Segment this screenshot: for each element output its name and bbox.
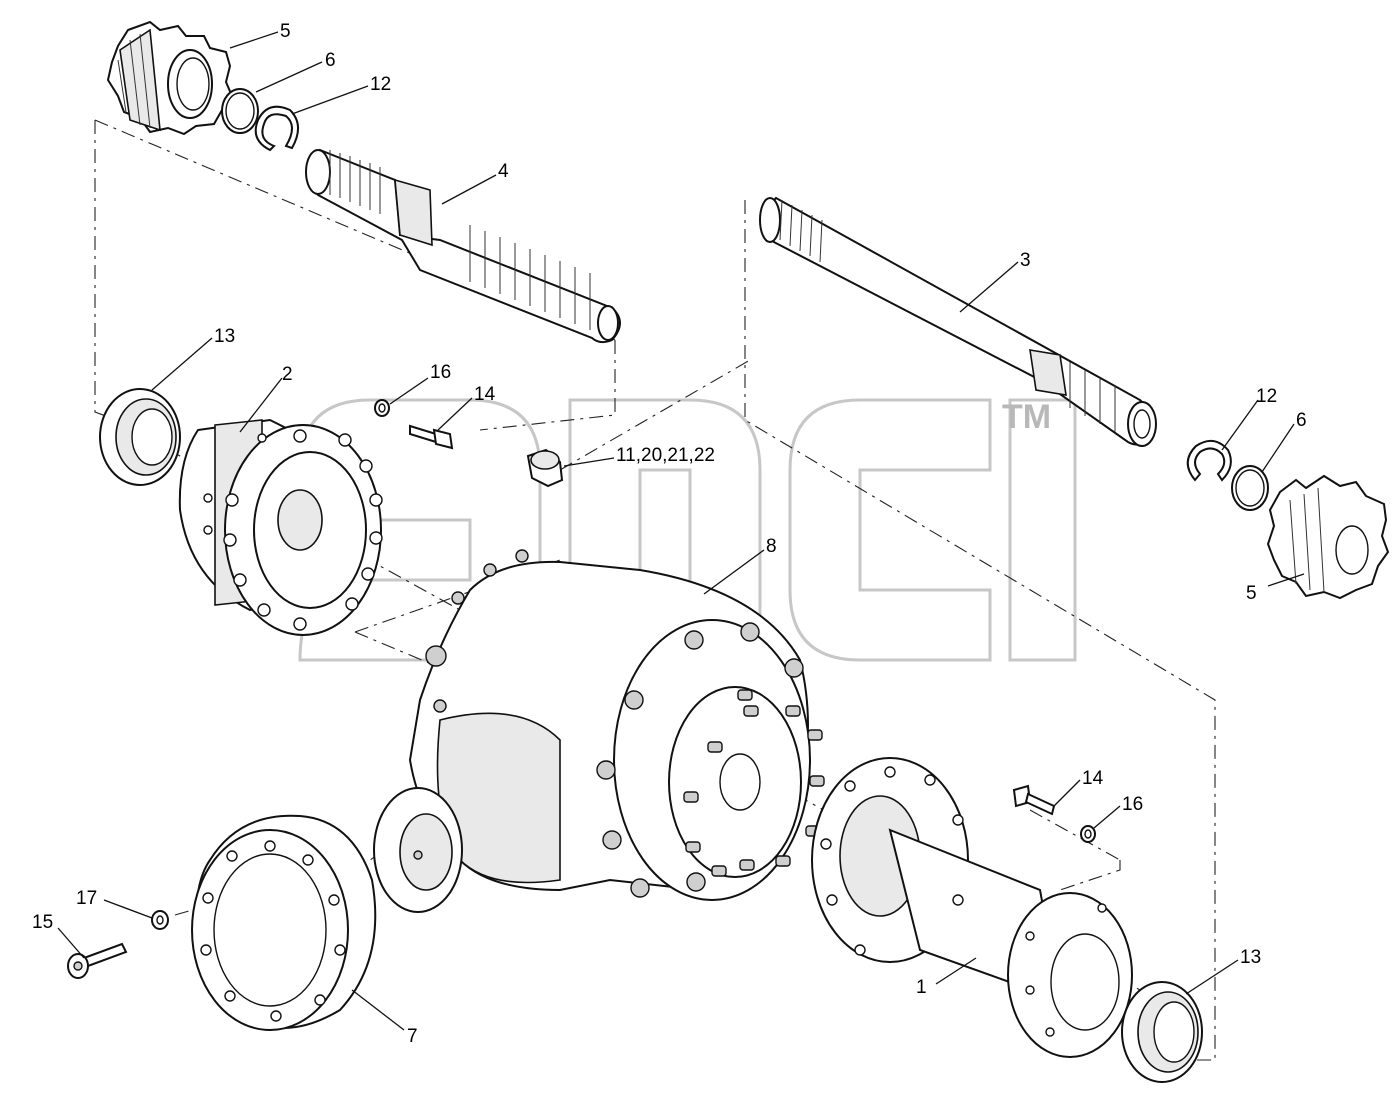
hub-part-2 bbox=[178, 418, 383, 636]
housing-studs bbox=[683, 689, 825, 877]
callout-14-top: 14 bbox=[474, 384, 496, 405]
washer-part-16-top bbox=[374, 399, 390, 417]
callout-8: 8 bbox=[766, 536, 777, 557]
callout-13-left: 13 bbox=[214, 326, 235, 347]
ring-bolt-holes bbox=[200, 840, 346, 1022]
callout-12-right: 12 bbox=[1256, 386, 1277, 407]
callout-16-top: 16 bbox=[430, 362, 451, 383]
bearing-part-13-right bbox=[1121, 981, 1203, 1083]
callout-15: 15 bbox=[32, 912, 53, 933]
bearing-part-13-left bbox=[99, 388, 181, 486]
callout-11-20-21-22: 11,20,21,22 bbox=[616, 445, 715, 466]
ring-part-6-right bbox=[1231, 465, 1269, 511]
callout-13-right: 13 bbox=[1240, 947, 1261, 968]
axle-tube-part-1 bbox=[811, 757, 1133, 1058]
callout-12-top: 12 bbox=[370, 74, 391, 95]
callout-1: 1 bbox=[916, 977, 927, 998]
axle-housing-part-8 bbox=[408, 549, 825, 901]
shaft-part-4 bbox=[305, 148, 621, 344]
leader-lines bbox=[57, 31, 1305, 1031]
gear-part-5-top bbox=[106, 20, 234, 136]
bolt-part-14-bottom bbox=[1012, 784, 1056, 816]
output-flange bbox=[373, 787, 463, 913]
hub-bolt-holes bbox=[203, 429, 383, 631]
snap-ring-part-12-top bbox=[254, 105, 299, 152]
callout-6-right: 6 bbox=[1296, 410, 1307, 431]
callout-7: 7 bbox=[407, 1026, 418, 1047]
callout-5-right: 5 bbox=[1246, 583, 1257, 604]
ring-part-6-top bbox=[221, 88, 259, 134]
callout-16-bottom: 16 bbox=[1122, 794, 1143, 815]
gear-part-5-right bbox=[1266, 474, 1390, 600]
trademark-mark: TM bbox=[1002, 398, 1051, 436]
washer-part-17 bbox=[151, 910, 169, 930]
callout-labels: 5 6 12 4 3 13 2 16 14 11,20,21,22 8 12 6… bbox=[32, 21, 1307, 1047]
callout-4: 4 bbox=[498, 161, 509, 182]
callout-17: 17 bbox=[76, 888, 97, 909]
shaft-part-3 bbox=[759, 196, 1157, 447]
ring-part-7 bbox=[191, 814, 377, 1031]
plug-part-11 bbox=[526, 448, 564, 488]
callout-2: 2 bbox=[282, 364, 293, 385]
bolt-part-15 bbox=[67, 942, 128, 979]
callout-3: 3 bbox=[1020, 250, 1031, 271]
callout-14-bottom: 14 bbox=[1082, 768, 1104, 789]
snap-ring-part-12-right bbox=[1186, 439, 1232, 482]
bolt-part-14-top bbox=[409, 424, 454, 450]
housing-bolt-heads bbox=[425, 549, 804, 898]
callout-6-top: 6 bbox=[325, 50, 336, 71]
callout-5-top: 5 bbox=[280, 21, 291, 42]
tube-flange-holes bbox=[820, 766, 1107, 1037]
washer-part-16-bottom bbox=[1080, 825, 1096, 843]
